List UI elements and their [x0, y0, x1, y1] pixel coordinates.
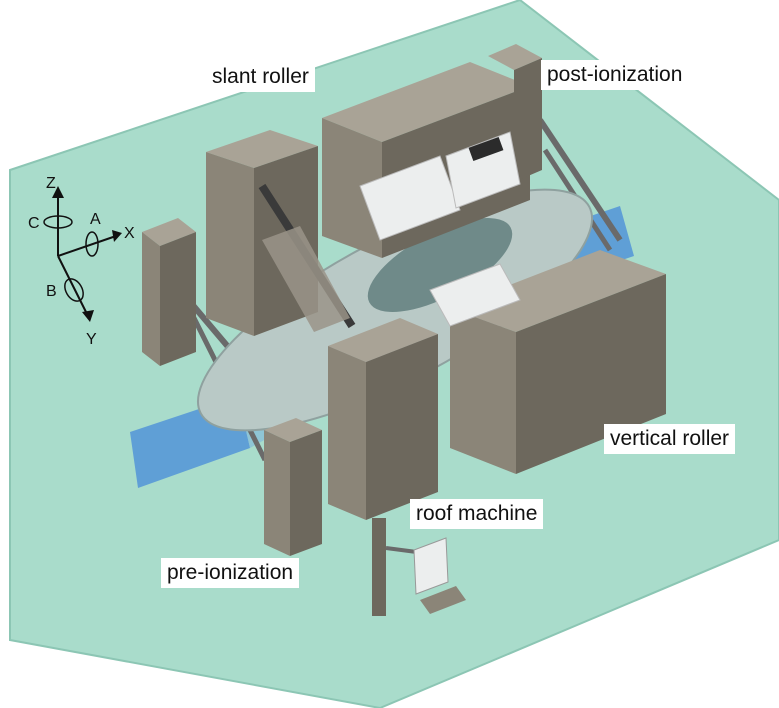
white-dryer-unit	[445, 131, 521, 209]
label-roof-machine: roof machine	[410, 499, 544, 529]
x-axis-arrow	[112, 230, 122, 242]
white-dryer-unit	[359, 155, 461, 241]
label-vertical-roller: vertical roller	[604, 424, 736, 454]
cabinet-top	[142, 218, 196, 246]
axis-label-b: B	[46, 283, 57, 300]
console-keyboard	[420, 586, 466, 614]
car-window	[367, 218, 513, 312]
cabinet-top	[206, 130, 318, 168]
cabinet-top	[322, 62, 530, 142]
vertical-roller-cabinet	[450, 308, 516, 474]
dryer-nozzle	[468, 136, 504, 162]
post-ionization-cabinet	[322, 118, 382, 258]
b-rotation-ring	[64, 278, 84, 302]
slant-roller-arm	[262, 226, 350, 332]
label-slant-roller: slant roller	[206, 62, 315, 92]
cabinet-side	[290, 430, 322, 556]
slant-roller-cabinet	[206, 152, 254, 336]
y-axis-line	[57, 255, 89, 317]
white-unit	[429, 263, 521, 327]
console-screen	[413, 537, 449, 595]
cabinet-side	[366, 334, 438, 520]
axes-indicator: Z C A X B Y	[28, 175, 135, 348]
front-cabinet	[328, 346, 366, 520]
cabinet-top	[264, 418, 322, 442]
cabinet-top	[328, 318, 438, 362]
axis-label-x: X	[124, 225, 135, 242]
y-axis-arrow	[82, 310, 94, 322]
roof-machine-post	[372, 518, 386, 616]
label-post-ionization: post-ionization	[541, 60, 689, 90]
axis-label-a: A	[90, 211, 101, 228]
axis-label-c: C	[28, 215, 40, 232]
x-axis-line	[57, 235, 117, 257]
pre-ionization-cabinet-rear	[142, 232, 160, 366]
axis-label-y: Y	[86, 331, 97, 348]
pre-ionization-cabinet	[264, 430, 290, 556]
z-axis-arrow	[52, 186, 64, 198]
cabinet-side	[514, 58, 542, 182]
cabinet-side	[160, 232, 196, 366]
a-rotation-ring	[85, 231, 99, 257]
label-pre-ionization: pre-ionization	[161, 558, 300, 588]
cabinet-top	[450, 250, 666, 332]
rail	[537, 118, 623, 242]
axis-label-z: Z	[46, 175, 56, 192]
c-rotation-ring	[43, 215, 73, 229]
cabinet-top	[488, 44, 542, 70]
